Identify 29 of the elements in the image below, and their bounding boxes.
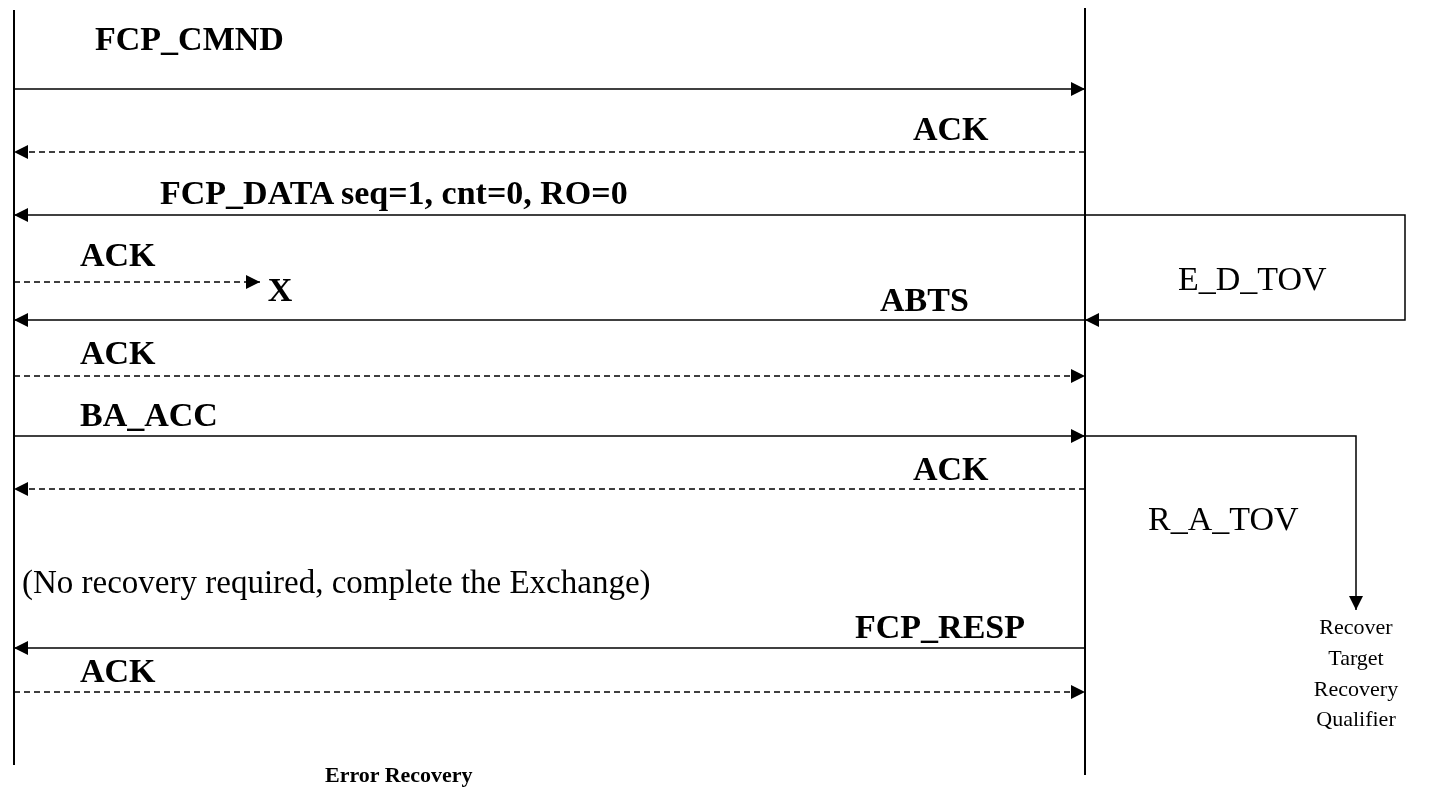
message-arrow: [13, 82, 1086, 96]
qualifier-note: Recover Target Recovery Qualifier: [1296, 612, 1416, 770]
message-arrow: [13, 685, 1086, 699]
message-label: ABTS: [880, 283, 969, 317]
message-arrow: [13, 482, 1086, 496]
message-arrow: [13, 208, 1086, 222]
message-arrow: [13, 145, 1086, 159]
timer-arrow: [1084, 214, 1406, 327]
message-label: FCP_RESP: [855, 610, 1025, 644]
message-label: ACK: [80, 654, 156, 688]
message-arrow: [13, 313, 1086, 327]
message-label: FCP_DATA seq=1, cnt=0, RO=0: [160, 176, 628, 210]
message-arrow: [13, 369, 1086, 383]
message-arrow: [13, 641, 1086, 655]
message-label: ACK: [913, 112, 989, 146]
message-label: FCP_CMND: [95, 22, 284, 56]
message-label: ACK: [80, 238, 156, 272]
message-arrow: [13, 429, 1086, 443]
message-label: ACK: [80, 336, 156, 370]
lifeline: [13, 10, 15, 765]
note-text: (No recovery required, complete the Exchange): [22, 566, 651, 599]
lifeline: [1084, 8, 1086, 775]
timer-label: R_A_TOV: [1148, 502, 1299, 536]
message-label: BA_ACC: [80, 398, 218, 432]
timer-label: E_D_TOV: [1178, 262, 1327, 296]
message-label: ACK: [913, 452, 989, 486]
message-arrow: [13, 275, 261, 289]
caption: Error Recovery: [325, 764, 473, 786]
timer-arrow: [1084, 435, 1363, 611]
